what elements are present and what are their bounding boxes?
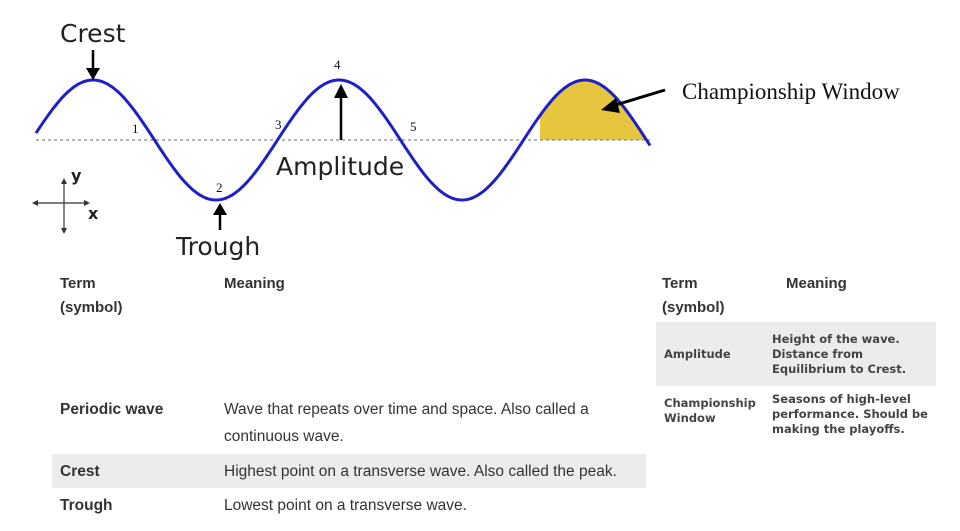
amplitude-label: Amplitude	[276, 152, 404, 181]
crest-label: Crest	[60, 19, 126, 48]
header-term: Term (symbol)	[60, 275, 123, 316]
table-row: Championship Window Seasons of high-leve…	[656, 386, 936, 443]
point-label-5: 5	[410, 119, 417, 134]
table-row: Crest Highest point on a transverse wave…	[52, 454, 646, 488]
header-term: Term (symbol)	[662, 275, 725, 316]
championship-window-label: Championship Window	[682, 79, 900, 104]
wave-diagram: Crest Trough Amplitude 1 2 3 4 5 Champio…	[32, 19, 900, 261]
meaning-cell: Seasons of high-level performance. Shoul…	[772, 392, 928, 436]
axis-y-label: y	[71, 166, 82, 185]
term-cell: Trough	[60, 496, 113, 514]
point-label-4: 4	[334, 57, 341, 72]
meaning-cell: Wave that repeats over time and space. A…	[224, 401, 589, 445]
crest-arrow-head	[86, 68, 100, 80]
term-cell: Periodic wave	[60, 401, 164, 418]
trough-label: Trough	[175, 232, 260, 261]
table-header-row: Term (symbol) Meaning	[52, 268, 646, 392]
trough-arrow-head	[213, 203, 227, 215]
point-label-2: 2	[216, 180, 223, 195]
terms-table-right: Term (symbol) Meaning Amplitude Height o…	[656, 270, 936, 443]
table-header-row: Term (symbol) Meaning	[656, 270, 936, 322]
header-meaning: Meaning	[224, 275, 285, 292]
championship-arrow	[611, 88, 666, 108]
championship-arrow-head	[601, 98, 620, 113]
term-cell: Crest	[52, 454, 224, 488]
meaning-cell: Height of the wave. Distance from Equili…	[764, 322, 936, 386]
axis-x-label: x	[88, 204, 99, 223]
meaning-cell: Highest point on a transverse wave. Also…	[224, 454, 646, 488]
header-meaning: Meaning	[786, 275, 847, 292]
table-row: Periodic wave Wave that repeats over tim…	[52, 392, 646, 454]
table-row: Trough Lowest point on a transverse wave…	[52, 488, 646, 522]
amplitude-arrow-head	[334, 84, 348, 98]
table-row: Amplitude Height of the wave. Distance f…	[656, 322, 936, 386]
terms-table-left: Term (symbol) Meaning Periodic wave Wave…	[52, 268, 646, 522]
axes-icon: y x	[32, 166, 99, 234]
term-cell: Amplitude	[656, 322, 764, 386]
meaning-cell: Lowest point on a transverse wave.	[224, 496, 467, 514]
term-cell: Championship Window	[664, 396, 756, 425]
point-label-1: 1	[132, 121, 139, 136]
championship-window-fill	[540, 80, 650, 140]
point-label-3: 3	[275, 117, 282, 132]
wave-curve	[34, 78, 652, 202]
